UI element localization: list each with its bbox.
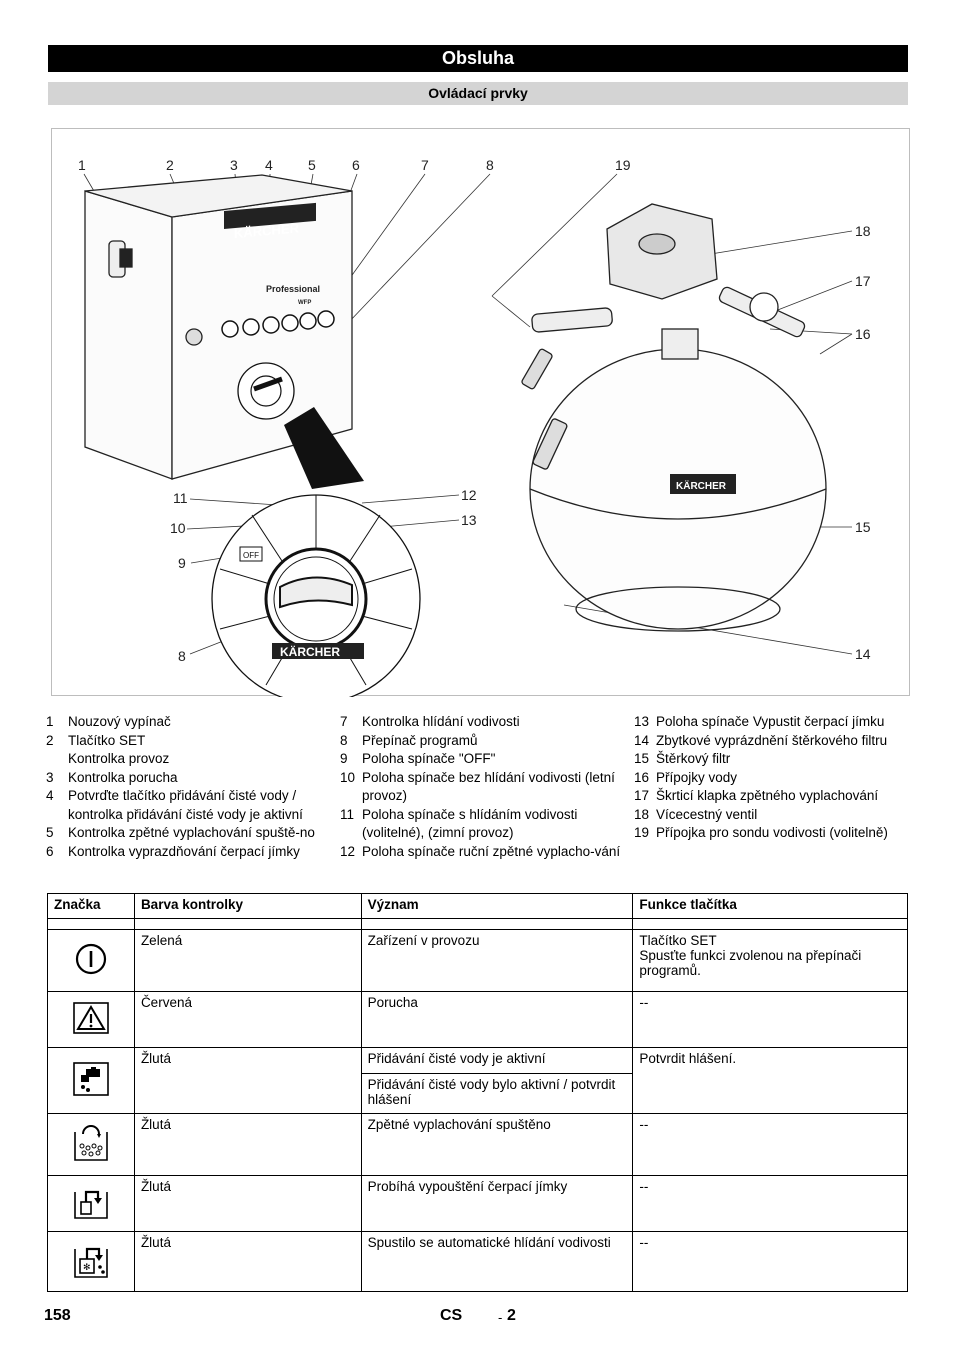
control-box: [84, 174, 353, 480]
callout-8b: 8: [178, 648, 186, 664]
callout-3: 3: [230, 157, 238, 173]
controls-illustration: 1 2 3 4 5 6 7 8 19 18 17 16 15 14 11 12 …: [78, 157, 871, 697]
table-row: Žlutá Zpětné vyplachování spuštěno --: [47, 1113, 908, 1176]
section-subtitle: Ovládací prvky: [48, 82, 908, 105]
table-row: Přidávání čisté vody bylo aktivní / potv…: [48, 1073, 908, 1114]
control-elements-figure: 1 2 3 4 5 6 7 8 19 18 17 16 15 14 11 12 …: [51, 128, 910, 697]
language-code: CS: [440, 1307, 463, 1324]
callout-16: 16: [855, 326, 871, 342]
legend-item: Kontrolka provoz: [68, 751, 170, 766]
sump-drain-icon: [47, 1175, 135, 1232]
page-number: 158: [44, 1307, 71, 1324]
footer-section-number: 2: [507, 1307, 516, 1324]
callout-10: 10: [170, 520, 186, 536]
callout-1: 1: [78, 157, 86, 173]
table-row: Červená Porucha --: [47, 991, 908, 1048]
col-header-meaning: Význam: [360, 893, 634, 919]
off-label: OFF: [243, 551, 259, 560]
conductivity-icon: ✻: [47, 1231, 135, 1292]
callout-19: 19: [615, 157, 631, 173]
callout-14: 14: [855, 646, 871, 662]
callout-4: 4: [265, 157, 273, 173]
table-header-row: Značka Barva kontrolky Význam Funkce tla…: [47, 893, 908, 919]
callout-5: 5: [308, 157, 316, 173]
callout-13: 13: [461, 512, 477, 528]
callout-6: 6: [352, 157, 360, 173]
program-selector-large: OFF KÄRCHER: [211, 494, 421, 697]
section-title: Obsluha: [48, 45, 908, 72]
control-box-logo: KÄRCHER Professional WFP: [224, 202, 320, 306]
col-header-function: Funkce tlačítka: [632, 893, 908, 919]
gravel-filter: KÄRCHER: [521, 203, 827, 632]
callout-9: 9: [178, 555, 186, 571]
tank-logo-text: KÄRCHER: [676, 479, 727, 492]
table-row: ✻ Žlutá Spustilo se automatické hlídání …: [47, 1231, 908, 1292]
callout-2: 2: [166, 157, 174, 173]
dial-logo-text: KÄRCHER: [280, 644, 340, 659]
professional-label: Professional: [266, 284, 320, 294]
water-tap-icon: [47, 1047, 135, 1114]
footer-dash: -: [498, 1310, 503, 1325]
callout-12: 12: [461, 487, 477, 503]
col-header-color: Barva kontrolky: [133, 893, 362, 919]
symbol-table: Značka Barva kontrolky Význam Funkce tla…: [47, 893, 908, 1292]
indicator-lights: [221, 310, 335, 338]
backwash-icon: [47, 1113, 135, 1176]
callout-11: 11: [173, 490, 188, 506]
table-row: Žlutá Probíhá vypouštění čerpací jímky -…: [47, 1175, 908, 1232]
svg-text:✻: ✻: [83, 1263, 91, 1273]
callout-17: 17: [855, 273, 871, 289]
callout-18: 18: [855, 223, 871, 239]
box-logo-text: KÄRCHER: [234, 220, 300, 241]
program-selector-small: [237, 362, 295, 420]
callout-7: 7: [421, 157, 429, 173]
power-icon: [47, 929, 135, 992]
callout-8: 8: [486, 157, 494, 173]
warning-icon: [47, 991, 135, 1048]
table-row: Žlutá Přidávání čisté vody je aktivní Po…: [47, 1047, 908, 1114]
wfp-label: WFP: [298, 300, 311, 306]
col-header-symbol: Značka: [47, 893, 135, 919]
callout-15: 15: [855, 519, 871, 535]
